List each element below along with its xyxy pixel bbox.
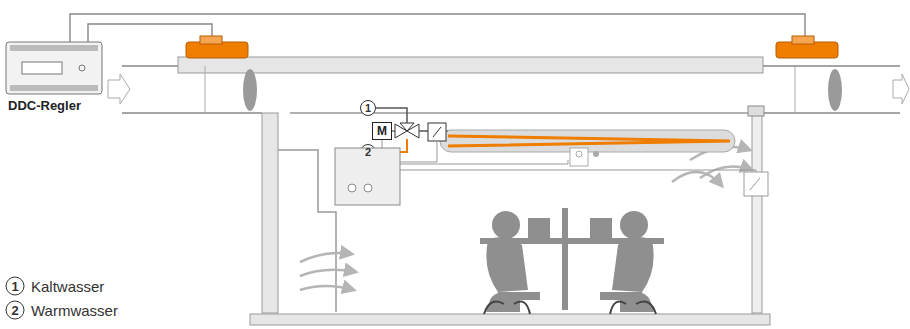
legend-text: Kaltwasser: [31, 279, 104, 294]
wall: [262, 113, 278, 313]
room-controller: [348, 184, 356, 192]
control-wire: [382, 140, 756, 172]
callout-circle: [6, 277, 24, 295]
window-contact: [744, 172, 768, 196]
node-text: DDC-Regler: [8, 98, 81, 113]
damper: [828, 69, 842, 111]
window-frame: [752, 113, 762, 313]
air-flow: [300, 147, 752, 290]
air-arrow: [893, 74, 909, 104]
valve-stem: [392, 131, 395, 132]
exhaust-grille: [748, 106, 764, 116]
dew-point-switch: [433, 127, 441, 137]
presence-sensor: [576, 151, 582, 157]
room-controller: [364, 184, 372, 192]
ddc-device: [6, 42, 102, 94]
supply-pipe: [446, 131, 448, 132]
damper-actuator: [776, 36, 838, 58]
supply-pipe: [419, 130, 428, 132]
three-way-valve: [395, 123, 419, 138]
supply-duct: [122, 66, 262, 113]
callout-number: 2: [11, 304, 18, 317]
dew-point-switch: [428, 123, 446, 141]
window-contact: [750, 178, 760, 190]
air-arrow: [108, 74, 130, 104]
controller-label: DDC-Regler: [6, 97, 83, 114]
presence-icon: [593, 151, 599, 157]
node-text: M: [377, 124, 387, 138]
exhaust-duct: [763, 66, 900, 113]
duct-flange: [205, 66, 795, 113]
floor: [250, 314, 770, 325]
chair: [484, 302, 656, 314]
office-workers: [480, 208, 664, 312]
callout-circle: [361, 101, 376, 116]
bus-wire: [70, 14, 805, 42]
damper: [243, 69, 257, 111]
cold-pipe: [376, 108, 407, 123]
callout-number: 1: [365, 103, 371, 114]
water-coil: [448, 136, 730, 146]
damper-actuator: [186, 36, 248, 58]
callout-number: 2: [365, 147, 371, 158]
callout-circle: [6, 301, 24, 319]
bus-wire: [88, 24, 212, 42]
presence-sensor: [570, 148, 588, 166]
motor-box: M: [372, 122, 392, 140]
ceiling-slab: [178, 57, 763, 73]
legend-text: Warmwasser: [31, 303, 118, 318]
suspended-ceiling: [290, 112, 752, 114]
callout-number: 1: [11, 280, 18, 293]
